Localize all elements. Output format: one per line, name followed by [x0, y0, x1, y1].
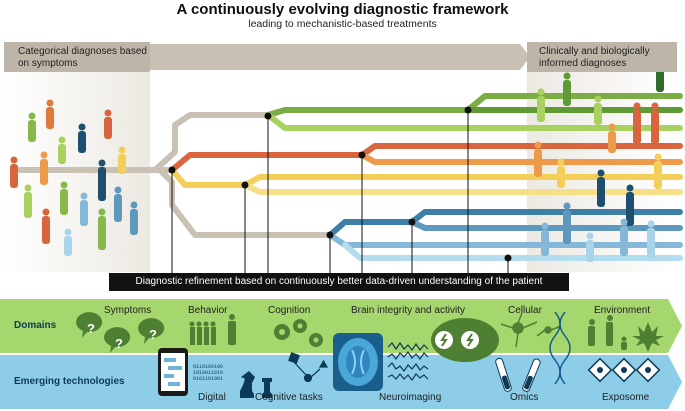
patients-right: [534, 58, 664, 262]
domain-environment: Environment: [594, 305, 651, 316]
tech-neuroimaging: Neuroimaging: [379, 392, 442, 403]
environment-people-icon: [588, 315, 664, 352]
chess-knight-icon: [240, 371, 272, 398]
header-categorical-diagnoses: Categorical diagnoses based on symptoms: [4, 42, 150, 72]
gears-icon: [274, 319, 323, 347]
svg-text:0110100100: 0110100100: [193, 364, 223, 370]
domain-cellular: Cellular: [508, 305, 542, 316]
domains-band: [0, 299, 682, 353]
header-informed-diagnoses: Clinically and biologically informed dia…: [527, 42, 677, 72]
test-tube-icon: [495, 357, 541, 392]
technologies-title: Emerging technologies: [14, 376, 125, 387]
cognitive-task-icon: [288, 352, 329, 383]
hazard-sign-icon: [587, 357, 661, 383]
tech-cognitive-tasks: Cognitive tasks: [255, 392, 323, 403]
behavior-people-icon: [189, 314, 236, 345]
tech-exposome: Exposome: [602, 392, 650, 403]
domain-brain-integrity: Brain integrity and activity: [351, 305, 465, 316]
question-bubble-icon: ???: [76, 312, 165, 353]
svg-text:0101101001: 0101101001: [193, 376, 223, 382]
patients-left: [10, 99, 138, 256]
svg-text:?: ?: [149, 327, 157, 342]
domain-behavior: Behavior: [188, 305, 228, 316]
dna-icon: [549, 311, 571, 385]
brain-scan-icon: [333, 333, 383, 391]
brain-icon: [431, 318, 499, 362]
diagram-title: A continuously evolving diagnostic frame…: [176, 1, 509, 18]
domains-title: Domains: [14, 320, 57, 331]
tech-omics: Omics: [510, 392, 539, 403]
eeg-waves-icon: [387, 341, 429, 382]
progress-arrow: [150, 44, 530, 70]
svg-text:?: ?: [87, 321, 95, 336]
diagram-subtitle: leading to mechanistic-based treatments: [248, 18, 437, 30]
domain-cognition: Cognition: [268, 305, 311, 316]
svg-text:?: ?: [115, 336, 123, 351]
neuron-icon: [500, 312, 562, 348]
smartphone-icon: [158, 348, 188, 396]
refinement-banner: Diagnostic refinement based on continuou…: [109, 273, 569, 291]
svg-text:1010011010: 1010011010: [193, 370, 223, 376]
domain-symptoms: Symptoms: [104, 305, 152, 316]
tech-digital: Digital: [198, 392, 226, 403]
decision-points: [168, 106, 512, 273]
